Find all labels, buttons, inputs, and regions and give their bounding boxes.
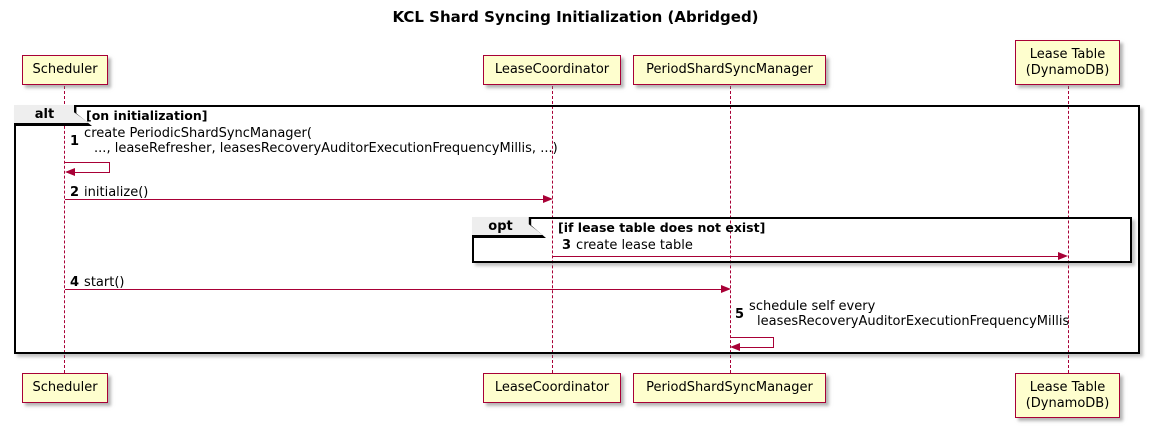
message-1-self-arrow	[65, 162, 110, 163]
message-text: create lease table	[576, 238, 693, 253]
message-number: 2	[70, 185, 80, 200]
alt-operator-pentagon: alt	[14, 105, 92, 126]
participant-lease-table-bottom: Lease Table (DynamoDB)	[1015, 373, 1120, 418]
participant-label: PeriodShardSyncManager	[646, 380, 813, 395]
lifeline-period-shard-sync-manager	[730, 86, 731, 373]
participant-label: (DynamoDB)	[1025, 395, 1110, 411]
alt-frame: alt [on initialization]	[14, 105, 1140, 354]
message-2-label: 2 initialize()	[70, 185, 148, 200]
message-4-arrowhead-icon	[721, 285, 731, 293]
message-number: 4	[70, 275, 80, 290]
lifeline-lease-table	[1068, 86, 1069, 373]
message-text: ..., leaseRefresher, leasesRecoveryAudit…	[94, 141, 558, 156]
message-text: schedule self every	[749, 299, 876, 314]
message-4-label: 4 start()	[70, 275, 124, 290]
message-text: initialize()	[84, 185, 149, 200]
opt-frame: opt [if lease table does not exist]	[472, 217, 1132, 263]
opt-guard-label: [if lease table does not exist]	[558, 220, 766, 235]
message-1-self-arrow	[72, 172, 110, 173]
opt-operator-label: opt	[488, 218, 513, 234]
message-5-self-arrow	[737, 347, 774, 348]
participant-lease-coordinator-top: LeaseCoordinator	[483, 55, 621, 85]
message-number: 3	[562, 238, 572, 253]
alt-operator-label: alt	[34, 106, 55, 122]
participant-label: LeaseCoordinator	[494, 62, 610, 77]
participant-lease-coordinator-bottom: LeaseCoordinator	[483, 373, 621, 403]
participant-label: Scheduler	[32, 62, 98, 77]
message-1-label: 1 create PeriodicShardSyncManager( ..., …	[70, 126, 558, 156]
message-number: 5	[735, 306, 745, 322]
participant-lease-table-top: Lease Table (DynamoDB)	[1015, 40, 1120, 85]
diagram-title: KCL Shard Syncing Initialization (Abridg…	[392, 8, 759, 26]
participant-label: (DynamoDB)	[1025, 62, 1110, 78]
participant-scheduler-bottom: Scheduler	[22, 373, 108, 403]
alt-guard-label: [on initialization]	[86, 108, 208, 123]
message-3-arrowhead-icon	[1058, 252, 1068, 260]
message-5-self-arrow	[773, 337, 774, 347]
participant-label: Lease Table	[1029, 379, 1106, 395]
participant-period-shard-sync-manager-bottom: PeriodShardSyncManager	[633, 373, 826, 403]
message-1-self-arrow	[109, 162, 110, 172]
message-text: leasesRecoveryAuditorExecutionFrequencyM…	[757, 314, 1070, 329]
message-5-arrowhead-icon	[730, 343, 740, 351]
message-3-arrow	[553, 256, 1059, 257]
participant-label: Lease Table	[1029, 46, 1106, 62]
message-1-arrowhead-icon	[65, 168, 75, 176]
opt-operator-pentagon: opt	[472, 217, 546, 238]
message-5-self-arrow	[730, 337, 774, 338]
message-5-label: 5 schedule self every leasesRecoveryAudi…	[735, 299, 1069, 329]
participant-period-shard-sync-manager-top: PeriodShardSyncManager	[633, 55, 826, 85]
message-number: 1	[70, 133, 80, 149]
participant-label: Scheduler	[32, 380, 98, 395]
participant-label: PeriodShardSyncManager	[646, 62, 813, 77]
message-text: create PeriodicShardSyncManager(	[84, 126, 312, 141]
message-2-arrow	[65, 199, 544, 200]
participant-label: LeaseCoordinator	[494, 380, 610, 395]
message-text: start()	[84, 275, 125, 290]
lifeline-scheduler	[64, 86, 65, 373]
message-3-label: 3 create lease table	[562, 238, 693, 253]
message-2-arrowhead-icon	[543, 195, 553, 203]
lifeline-lease-coordinator	[552, 86, 553, 373]
message-4-arrow	[65, 289, 721, 290]
participant-scheduler-top: Scheduler	[22, 55, 108, 85]
